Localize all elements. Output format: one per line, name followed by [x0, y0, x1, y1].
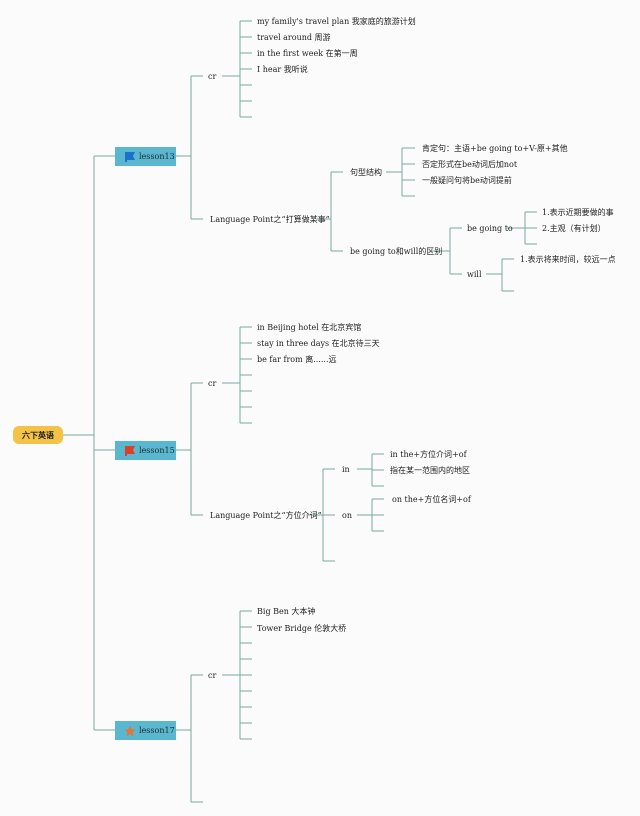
difference-label[interactable]: be going to和will的区别	[350, 247, 443, 256]
on-item[interactable]: on the+方位名词+of	[392, 495, 471, 504]
be-going-to-item[interactable]: 1.表示近期要做的事	[542, 208, 614, 217]
lesson13-cr-item[interactable]: travel around 周游	[257, 33, 331, 42]
red-flag-icon	[124, 445, 136, 457]
lesson15-cr-item[interactable]: in Beijing hotel 在北京宾馆	[257, 323, 362, 332]
lesson15-cr-label[interactable]: cr	[208, 379, 217, 388]
on-label[interactable]: on	[342, 511, 352, 520]
will-label[interactable]: will	[467, 270, 482, 279]
lesson17-node[interactable]: lesson17	[115, 721, 176, 740]
lesson13-cr-label[interactable]: cr	[208, 72, 217, 81]
structure-item[interactable]: 肯定句：主语+be going to+V-原+其他	[422, 144, 568, 153]
in-item[interactable]: in the+方位介词+of	[390, 450, 467, 459]
lesson15-language-point[interactable]: Language Point之“方位介词”	[210, 511, 322, 520]
lesson13-cr-item[interactable]: my family's travel plan 我家庭的旅游计划	[257, 17, 416, 26]
root-node[interactable]: 六下英语	[13, 426, 63, 444]
lesson13-cr-item[interactable]: I hear 我听说	[257, 65, 308, 74]
lesson13-label: lesson13	[139, 152, 175, 161]
star-icon	[124, 725, 136, 737]
structure-item[interactable]: 否定形式在be动词后加not	[422, 160, 518, 169]
will-item[interactable]: 1.表示将来时间，较远一点	[520, 255, 616, 264]
in-label[interactable]: in	[342, 465, 350, 474]
lesson13-node[interactable]: lesson13	[115, 147, 176, 166]
lesson15-label: lesson15	[139, 446, 175, 455]
lesson15-cr-item[interactable]: stay in three days 在北京待三天	[257, 339, 380, 348]
be-going-to-item[interactable]: 2.主观（有计划）	[542, 224, 606, 233]
lesson17-cr-item[interactable]: Big Ben 大本钟	[257, 607, 316, 616]
lesson17-label: lesson17	[139, 726, 175, 735]
be-going-to-label[interactable]: be going to	[467, 224, 513, 233]
structure-item[interactable]: 一般疑问句将be动词提前	[422, 176, 512, 185]
lesson13-language-point[interactable]: Language Point之“打算做某事”	[210, 215, 330, 224]
sentence-structure-label[interactable]: 句型结构	[350, 168, 382, 177]
lesson13-cr-item[interactable]: in the first week 在第一周	[257, 49, 358, 58]
in-item[interactable]: 指在某一范围内的地区	[390, 466, 470, 475]
lesson15-node[interactable]: lesson15	[115, 441, 176, 460]
lesson17-cr-label[interactable]: cr	[208, 671, 217, 680]
lesson15-cr-item[interactable]: be far from 离......远	[257, 355, 337, 364]
blue-flag-icon	[124, 151, 136, 163]
lesson17-cr-item[interactable]: Tower Bridge 伦敦大桥	[257, 624, 347, 633]
